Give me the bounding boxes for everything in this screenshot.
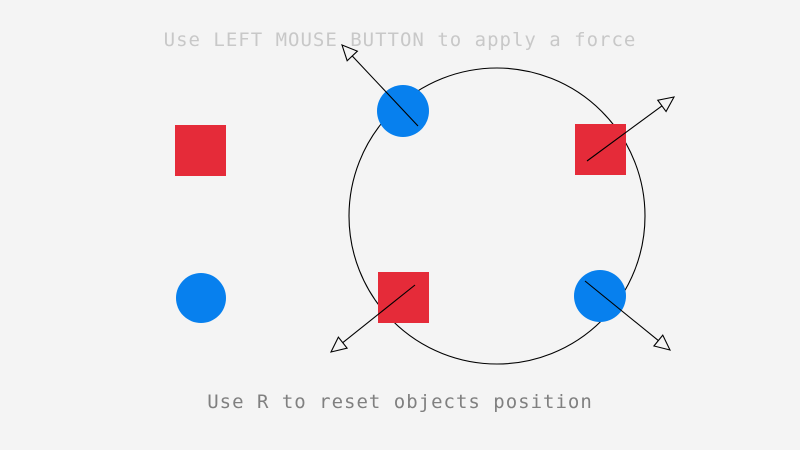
force-arrow-blue-circle-bottom-right: [584, 280, 672, 351]
force-arrow-red-square-top-right-head: [656, 96, 676, 113]
blue-circle-bottom-left[interactable]: [176, 273, 226, 323]
force-arrow-red-square-bottom-center-head: [329, 336, 349, 353]
blue-circle-top[interactable]: [377, 85, 429, 137]
red-square-top-right[interactable]: [575, 124, 626, 175]
red-square-bottom-center[interactable]: [378, 272, 429, 323]
blue-circle-bottom-right[interactable]: [574, 270, 626, 322]
force-arrow-blue-circle-top-head: [341, 44, 359, 62]
force-arrow-red-square-bottom-center: [329, 284, 416, 353]
force-arrow-red-square-bottom-center-shaft: [342, 284, 416, 344]
hint-text-left-mouse-button: Use LEFT MOUSE BUTTON to apply a force: [163, 29, 637, 51]
hint-text-reset-key: Use R to reset objects position: [207, 391, 593, 413]
force-arrow-red-square-top-right: [586, 96, 676, 162]
force-arrow-blue-circle-top: [341, 44, 419, 127]
force-arrow-blue-circle-bottom-right-head: [652, 334, 672, 351]
force-arrow-blue-circle-top-shaft: [351, 55, 419, 127]
red-square-left[interactable]: [175, 125, 226, 176]
force-arrow-blue-circle-bottom-right-shaft: [584, 280, 659, 341]
constraint-circle: [348, 67, 646, 365]
force-arrow-red-square-top-right-shaft: [586, 105, 663, 162]
